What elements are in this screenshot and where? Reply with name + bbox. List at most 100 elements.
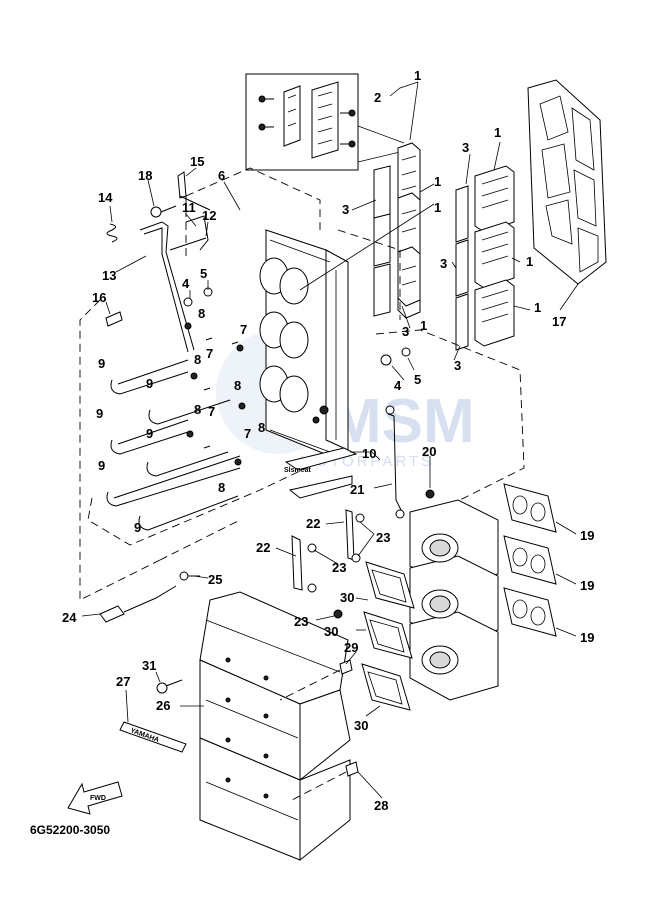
wire-clip-25	[179, 571, 200, 581]
nut-20	[425, 489, 435, 499]
sensor-24	[99, 585, 177, 623]
callout-9: 9	[98, 356, 105, 371]
callout-8: 8	[194, 352, 201, 367]
callout-30: 30	[354, 718, 368, 733]
callout-13: 13	[102, 268, 116, 283]
callout-25: 25	[208, 572, 222, 587]
callout-6: 6	[218, 168, 225, 183]
callout-9: 9	[134, 520, 141, 535]
callout-9: 9	[146, 426, 153, 441]
callout-17: 17	[552, 314, 566, 329]
pin-29	[279, 659, 353, 701]
callout-19: 19	[580, 630, 594, 645]
callout-1: 1	[526, 254, 533, 269]
callout-11: 11	[182, 200, 196, 215]
reed-valve-stack	[373, 142, 421, 319]
callout-4: 4	[394, 378, 402, 393]
callout-8: 8	[218, 480, 225, 495]
fittings-7-8	[184, 322, 246, 466]
callout-8: 8	[194, 402, 201, 417]
silencer-26	[199, 591, 351, 862]
callout-10: 10	[362, 446, 376, 461]
callout-23: 23	[332, 560, 346, 575]
inset-screws	[258, 95, 356, 148]
callout-3: 3	[440, 256, 447, 271]
callout-19: 19	[580, 578, 594, 593]
callout-21: 21	[350, 482, 364, 497]
callout-29: 29	[344, 640, 358, 655]
callout-3: 3	[402, 324, 409, 339]
leader-lines	[81, 81, 579, 799]
screw-18	[150, 205, 177, 218]
screw-31	[156, 679, 183, 694]
callout-7: 7	[240, 322, 247, 337]
callout-9: 9	[96, 406, 103, 421]
callout-12: 12	[202, 208, 216, 223]
callout-28: 28	[374, 798, 388, 813]
callout-8: 8	[198, 306, 205, 321]
link-21	[385, 405, 405, 519]
bracket-10: Slsmeat	[284, 447, 358, 499]
gaskets-19	[503, 483, 557, 637]
intake-manifold	[259, 229, 349, 457]
callout-7: 7	[208, 404, 215, 419]
callout-18: 18	[138, 168, 152, 183]
callout-22: 22	[306, 516, 320, 531]
callout-31: 31	[142, 658, 156, 673]
callout-1: 1	[420, 318, 427, 333]
hoses-11-12-13	[139, 215, 209, 353]
callout-30: 30	[340, 590, 354, 605]
callout-4: 4	[182, 276, 190, 291]
inset-reed-block	[283, 81, 339, 159]
watermark-logo: MSM	[330, 387, 475, 456]
gaskets-30	[361, 561, 415, 711]
bracket-15	[177, 171, 211, 211]
callout-labels: 1 2 1 3 1 3 1 3 1 3 1 1 3 17 15 18 6 14 …	[62, 68, 594, 813]
callout-1: 1	[414, 68, 421, 83]
links-22	[291, 509, 355, 591]
callout-1: 1	[434, 200, 441, 215]
callout-26: 26	[156, 698, 170, 713]
callout-30: 30	[324, 624, 338, 639]
callout-24: 24	[62, 610, 77, 625]
manifold-outline	[79, 167, 525, 601]
gasket-17	[527, 79, 607, 285]
spring-14	[106, 223, 118, 243]
callout-27: 27	[116, 674, 130, 689]
callout-15: 15	[190, 154, 204, 169]
washers-4-5	[183, 287, 411, 366]
callout-1: 1	[494, 125, 501, 140]
callout-1: 1	[434, 174, 441, 189]
callout-16: 16	[92, 290, 106, 305]
part-code: 6G52200-3050	[30, 823, 110, 837]
reed-valve-inset	[245, 73, 405, 171]
callout-14: 14	[98, 190, 113, 205]
callout-23: 23	[376, 530, 390, 545]
callout-2: 2	[374, 90, 381, 105]
hose-group-9	[106, 359, 241, 531]
callout-19: 19	[580, 528, 594, 543]
plug-16	[105, 311, 123, 327]
callout-22: 22	[256, 540, 270, 555]
callout-5: 5	[414, 372, 421, 387]
callout-9: 9	[146, 376, 153, 391]
callout-7: 7	[206, 346, 213, 361]
callout-8: 8	[258, 420, 265, 435]
callout-9: 9	[98, 458, 105, 473]
fwd-arrow: FWD	[67, 781, 123, 815]
callout-3: 3	[462, 140, 469, 155]
callout-1: 1	[534, 300, 541, 315]
fwd-label: FWD	[90, 795, 106, 802]
decal-27: YAMAHA	[119, 721, 187, 753]
callout-8: 8	[234, 378, 241, 393]
callout-7: 7	[244, 426, 251, 441]
callout-5: 5	[200, 266, 207, 281]
svg-text:Slsmeat: Slsmeat	[284, 467, 312, 474]
callout-23: 23	[294, 614, 308, 629]
reed-valve-assemblies	[455, 165, 515, 351]
callout-20: 20	[422, 444, 436, 459]
throttle-bodies	[409, 499, 499, 701]
clips-23	[307, 513, 365, 619]
